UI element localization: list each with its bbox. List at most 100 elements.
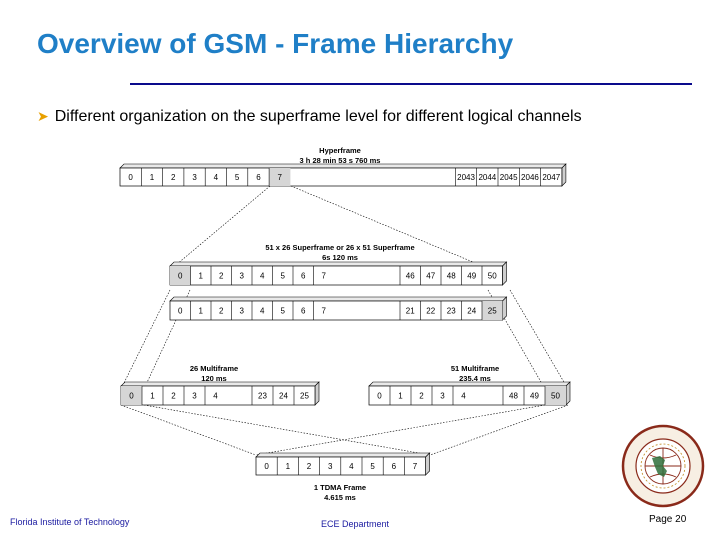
superframe-caption-duration: 6s 120 ms	[322, 253, 358, 262]
tdma-frame-cell-label: 6	[392, 462, 397, 471]
connector-lines	[120, 185, 569, 456]
superframe-51-cell-label: 7	[322, 271, 327, 280]
connector-mf26-right	[143, 404, 431, 456]
slide-title: Overview of GSM - Frame Hierarchy	[37, 28, 514, 59]
multiframe-51-cell-label: 2	[419, 391, 424, 400]
hyperframe-cell-label: 2047	[542, 173, 560, 182]
tdma-frame-cell-label: 3	[328, 462, 333, 471]
superframe-51-cell-label: 46	[406, 271, 415, 280]
multiframe-51-cell-label: 1	[398, 391, 403, 400]
multiframe-51-cell-label: 48	[509, 391, 518, 400]
superframe-51-cell-label: 48	[447, 271, 456, 280]
multiframe-51-highlight-cell	[545, 386, 566, 405]
superframe-51-cell-label: 2	[219, 271, 224, 280]
tdma-frame-cell-label: 0	[264, 462, 269, 471]
superframe-26-cell-label: 3	[240, 306, 245, 315]
superframe-26-top-face	[169, 296, 508, 302]
multiframe-26-top-face	[120, 381, 320, 387]
superframe-26-cell-label: 7	[322, 306, 327, 315]
multiframe-51-cell-label: 3	[440, 391, 445, 400]
hyperframe-cell-label: 2044	[478, 173, 496, 182]
hyperframe-caption-duration: 3 h 28 min 53 s 760 ms	[299, 156, 381, 165]
connector-super-right-inner	[509, 289, 569, 390]
superframe-26-cell-label: 6	[301, 306, 306, 315]
multiframe-26-highlight-cell	[121, 386, 142, 405]
page-number: Page 20	[649, 514, 687, 525]
seal-orbit-icon	[640, 443, 686, 489]
footer-department: ECE Department	[321, 519, 390, 529]
hyperframe-cell-label: 0	[128, 173, 133, 182]
tdma-frame-cell-label: 7	[413, 462, 418, 471]
tdma-frame-side-face	[425, 452, 430, 476]
superframe-51-top-face	[169, 261, 508, 267]
bullet-point: ➤ Different organization on the superfram…	[37, 108, 582, 126]
hyperframe-cell-label: 4	[214, 173, 219, 182]
superframe-26-cell-label: 2	[219, 306, 224, 315]
multiframe26-caption-duration: 120 ms	[201, 374, 227, 383]
multiframe51-caption-title: 51 Multiframe	[450, 364, 500, 373]
multiframe-51-cell-label: 49	[530, 391, 539, 400]
tdma-frame-cell-label: 4	[349, 462, 354, 471]
bullet-text: Different organization on the superframe…	[54, 108, 582, 125]
superframe-51-cell-label: 6	[301, 271, 306, 280]
superframe-51-cell-label: 5	[281, 271, 286, 280]
superframe-26-cell-label: 22	[426, 306, 435, 315]
hyperframe-caption: Hyperframe 3 h 28 min 53 s 760 ms	[280, 146, 400, 166]
connector-hyper-right	[290, 185, 493, 271]
multiframe-26-cell-label: 2	[171, 391, 176, 400]
superframe-51-cell-label: 0	[178, 271, 183, 280]
multiframe-51-side-face	[565, 381, 571, 406]
hyperframe-cell-label: 2045	[500, 173, 518, 182]
multiframe26-caption: 26 Multiframe 120 ms	[174, 364, 254, 384]
hyperframe-cell-label: 7	[278, 173, 283, 182]
hyperframe-frame	[119, 167, 563, 187]
connector-super-left	[120, 289, 171, 390]
connector-mf51-right	[429, 404, 569, 456]
multiframe-26-cell-label: 24	[279, 391, 288, 400]
superframe-51-cell-label: 4	[260, 271, 265, 280]
hyperframe-cell-label: 5	[235, 173, 240, 182]
superframe-26-cell-label: 5	[281, 306, 286, 315]
superframe-26-cell-label: 25	[488, 306, 497, 315]
superframe-caption-title: 51 x 26 Superframe or 26 x 51 Superframe	[265, 243, 415, 252]
superframe-51-cell-label: 47	[426, 271, 435, 280]
title-divider	[130, 83, 692, 85]
multiframe-51-cell-label: 4	[461, 391, 466, 400]
multiframe-26-cell-label: 23	[258, 391, 267, 400]
superframe-51-highlight-cell	[170, 266, 191, 285]
superframe-51-side-face	[502, 261, 507, 286]
multiframe-51-cell-label: 50	[551, 391, 560, 400]
superframe-26-cell-label: 4	[260, 306, 265, 315]
superframe-51-cell-label: 50	[488, 271, 497, 280]
hyperframe-side-face	[561, 163, 567, 187]
hyperframe-highlight-cell	[269, 168, 291, 186]
tdma-caption: 1 TDMA Frame 4.615 ms	[295, 483, 385, 503]
superframe-26-cell-label: 24	[467, 306, 476, 315]
tdma-caption-duration: 4.615 ms	[324, 493, 356, 502]
multiframe-26-cell-label: 3	[192, 391, 197, 400]
multiframe-26-cell-label: 1	[150, 391, 155, 400]
tdma-frame-cell-label: 1	[286, 462, 291, 471]
hyperframe-cell-label: 3	[192, 173, 197, 182]
superframe-26-cell-label: 0	[178, 306, 183, 315]
superframe-26-cell-label: 21	[406, 306, 415, 315]
superframe-51-cell-label: 3	[240, 271, 245, 280]
multiframe-26-cell-label: 0	[129, 391, 134, 400]
multiframe-26-cell-label: 4	[213, 391, 218, 400]
tdma-frame-top-face	[255, 452, 431, 458]
hyperframe-top-face	[119, 163, 567, 169]
arrow-bullet-icon: ➤	[37, 108, 49, 124]
seal-continent-icon	[652, 456, 667, 477]
multiframe51-caption-duration: 235.4 ms	[459, 374, 491, 383]
multiframe26-caption-title: 26 Multiframe	[189, 364, 239, 373]
superframe-caption: 51 x 26 Superframe or 26 x 51 Superframe…	[245, 243, 435, 263]
tdma-caption-title: 1 TDMA Frame	[313, 483, 367, 492]
